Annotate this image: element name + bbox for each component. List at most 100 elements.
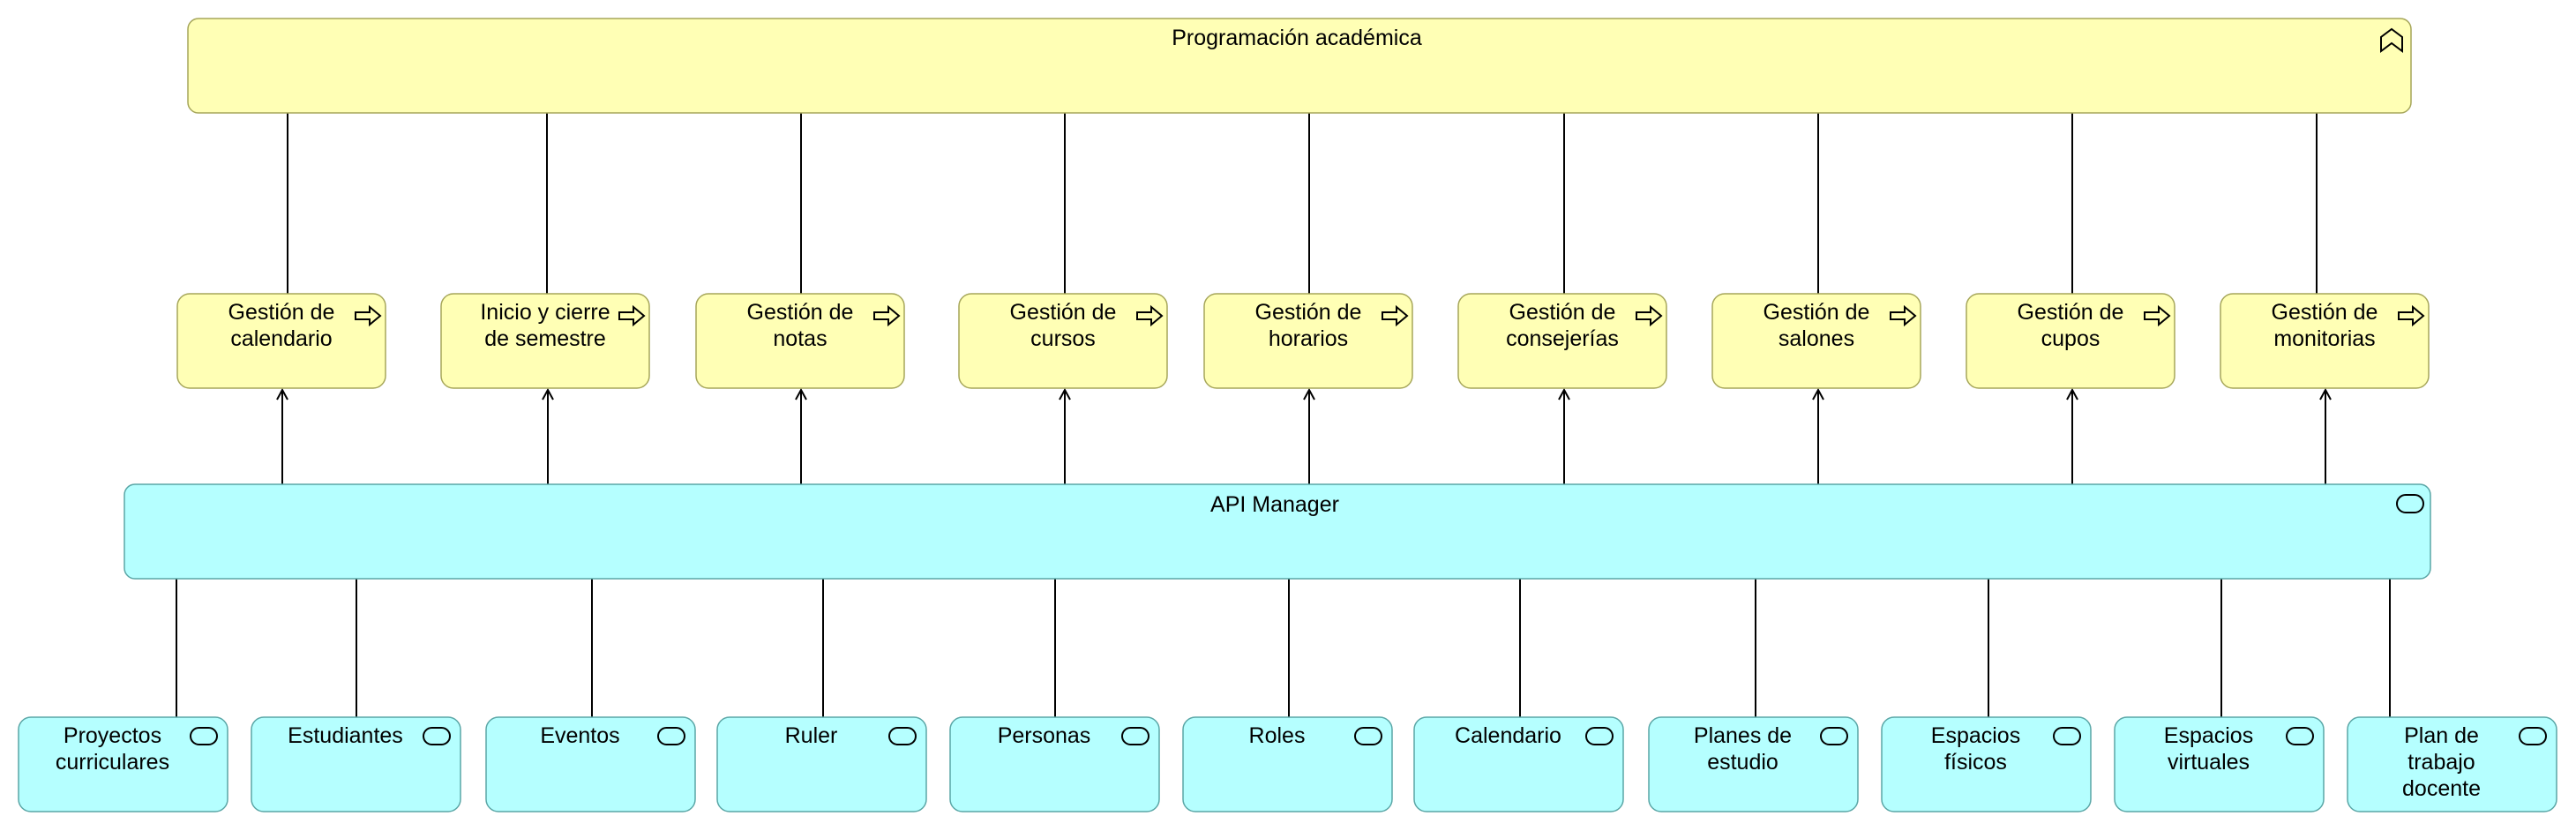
function-label: Programación académica xyxy=(1172,26,1422,50)
service-box xyxy=(949,716,1160,812)
service-label-line: Planes de xyxy=(1694,723,1792,748)
service-box xyxy=(18,716,228,812)
service-box xyxy=(1648,716,1859,812)
service-calendario[interactable]: Calendario xyxy=(1413,716,1624,812)
api-manager-label: API Manager xyxy=(1210,492,1339,517)
service-personas[interactable]: Personas xyxy=(949,716,1160,812)
arrowhead xyxy=(1558,387,1570,401)
service-label-line: virtuales xyxy=(2168,750,2250,775)
service-box xyxy=(485,716,696,812)
process-arrow-icon xyxy=(873,304,901,327)
process-label-line: Gestión de xyxy=(228,300,335,325)
process-label-line: cupos xyxy=(2041,326,2100,351)
api-manager-box xyxy=(124,483,2431,580)
arrowhead xyxy=(2066,387,2078,401)
function-box xyxy=(187,18,2412,114)
service-label-line: Ruler xyxy=(785,723,838,748)
application-service-icon xyxy=(2396,494,2424,513)
service-estudiantes[interactable]: Estudiantes xyxy=(251,716,461,812)
arrowhead xyxy=(1059,387,1071,401)
service-box xyxy=(251,716,461,812)
service-label-line: Roles xyxy=(1249,723,1306,748)
process-box xyxy=(958,293,1168,389)
process-arrow-icon xyxy=(1136,304,1164,327)
process-label-line: Gestión de xyxy=(1255,300,1362,325)
process-box xyxy=(1457,293,1667,389)
process-label-line: salones xyxy=(1778,326,1854,351)
process-box xyxy=(2220,293,2430,389)
process-box xyxy=(440,293,650,389)
process-label-line: horarios xyxy=(1269,326,1348,351)
service-label-line: Estudiantes xyxy=(288,723,403,748)
process-label-line: consejerías xyxy=(1506,326,1619,351)
application-service-icon xyxy=(1354,727,1382,745)
application-service-icon xyxy=(423,727,451,745)
application-service-icon xyxy=(2053,727,2081,745)
application-service-icon xyxy=(1820,727,1848,745)
service-box xyxy=(1182,716,1393,812)
arrowhead xyxy=(542,387,554,401)
service-box xyxy=(2114,716,2325,812)
process-box xyxy=(176,293,386,389)
application-service-icon xyxy=(2286,727,2314,745)
connectors xyxy=(176,113,2391,717)
service-label-line: Proyectos xyxy=(64,723,161,748)
process-label-line: Gestión de xyxy=(1509,300,1616,325)
process-arrow-icon xyxy=(1382,304,1409,327)
arrowhead xyxy=(1303,387,1315,401)
arrowhead xyxy=(276,387,288,401)
process-label-line: de semestre xyxy=(484,326,606,351)
service-label-line: Espacios xyxy=(2164,723,2253,748)
process-label-line: cursos xyxy=(1030,326,1096,351)
function-programacion-academica[interactable]: Programación académica xyxy=(187,18,2412,114)
process-arrow-icon xyxy=(355,304,382,327)
process-label-line: Gestión de xyxy=(2272,300,2378,325)
process-label-line: Gestión de xyxy=(2018,300,2124,325)
process-arrow-icon xyxy=(2398,304,2425,327)
arrowhead xyxy=(2319,387,2332,401)
service-box xyxy=(1881,716,2092,812)
service-label-line: Personas xyxy=(998,723,1091,748)
application-service-icon xyxy=(2519,727,2547,745)
process-label-line: calendario xyxy=(230,326,332,351)
arrowhead xyxy=(1812,387,1824,401)
service-ruler[interactable]: Ruler xyxy=(716,716,927,812)
service-label-line: Eventos xyxy=(540,723,619,748)
service-label-line: físicos xyxy=(1944,750,2007,775)
process-label-line: Gestión de xyxy=(747,300,854,325)
service-box xyxy=(716,716,927,812)
process-box xyxy=(1966,293,2175,389)
service-eventos[interactable]: Eventos xyxy=(485,716,696,812)
process-box xyxy=(695,293,905,389)
process-box xyxy=(1711,293,1921,389)
service-label-line: trabajo xyxy=(2408,750,2475,775)
service-label-line: Calendario xyxy=(1455,723,1561,748)
process-label-line: Gestión de xyxy=(1010,300,1117,325)
arrowhead xyxy=(795,387,807,401)
service-label-line: Espacios xyxy=(1931,723,2020,748)
process-arrow-icon xyxy=(1636,304,1663,327)
api-manager[interactable]: API Manager xyxy=(124,483,2431,580)
application-service-icon xyxy=(1585,727,1614,745)
application-service-icon xyxy=(1121,727,1149,745)
application-service-icon xyxy=(657,727,685,745)
service-roles[interactable]: Roles xyxy=(1182,716,1393,812)
service-label-line: docente xyxy=(2402,776,2481,801)
